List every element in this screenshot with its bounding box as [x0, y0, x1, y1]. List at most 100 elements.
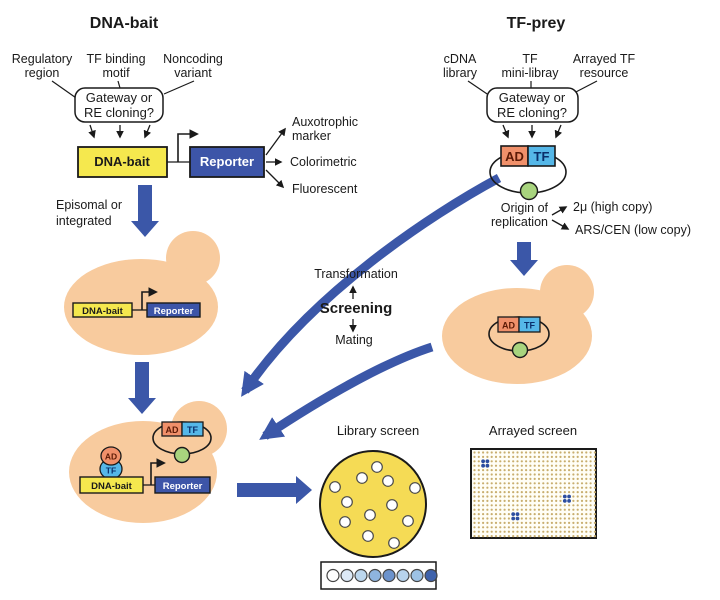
array-dot: [593, 482, 597, 485]
bait-source-variant-line1: Noncoding: [163, 52, 223, 66]
array-dot: [516, 473, 519, 476]
array-dot: [580, 521, 584, 525]
array-dot: [507, 455, 510, 458]
array-dot: [486, 517, 489, 520]
array-dot: [499, 473, 502, 476]
array-dot: [516, 486, 519, 489]
array-dot: [572, 460, 575, 463]
array-dot: [520, 464, 523, 467]
array-dot: [568, 521, 571, 525]
dna-bait-box-label: DNA-bait: [94, 154, 150, 169]
array-dot: [537, 460, 541, 463]
array-dot: [572, 464, 575, 467]
array-dot: [473, 477, 476, 480]
array-dot: [585, 469, 588, 472]
array-dot: [585, 495, 588, 498]
flow-curve-prey-to-screen: [241, 174, 502, 397]
array-dot: [576, 482, 579, 485]
arrayed-screen-title: Arrayed screen: [489, 423, 577, 438]
array-dot: [525, 482, 528, 485]
array-dot: [568, 482, 571, 485]
origin-option-arrow: [551, 206, 568, 216]
prey-source-minilib-line1: TF: [522, 52, 538, 66]
ad-protein-label: AD: [105, 452, 117, 462]
array-dot: [482, 486, 485, 489]
array-dot: [525, 499, 528, 502]
array-dot: [529, 530, 532, 533]
array-dot: [585, 530, 588, 533]
array-dot: [585, 460, 588, 463]
array-dot: [482, 526, 485, 529]
array-dot: [473, 521, 476, 525]
array-dot: [576, 495, 579, 498]
array-dot: [546, 526, 549, 529]
array-dot: [593, 464, 597, 467]
array-dot: [546, 508, 549, 511]
array-dot: [503, 504, 506, 507]
array-dot: [546, 517, 549, 520]
array-dot: [585, 504, 588, 507]
reporter-small-label: Reporter: [154, 306, 194, 317]
array-dot: [486, 469, 489, 472]
array-dot: [546, 451, 549, 454]
array-dot: [559, 464, 562, 467]
array-dot: [490, 491, 493, 494]
array-dot: [525, 464, 528, 467]
array-dot: [593, 473, 597, 476]
array-dot: [486, 455, 489, 458]
dna-bait-title: DNA-bait: [90, 15, 159, 32]
array-dot: [525, 526, 528, 529]
array-dot: [520, 469, 523, 472]
array-dot: [555, 477, 558, 480]
intensity-dot: [326, 568, 340, 583]
array-dot: [542, 526, 545, 529]
prey-source-cdna-line2: library: [443, 66, 478, 80]
array-dot: [589, 530, 592, 533]
array-dot: [568, 517, 571, 520]
array-dot: [499, 469, 502, 472]
array-dot: [516, 526, 519, 529]
array-dot: [503, 486, 506, 489]
prey-source-cdna-line1: cDNA: [444, 52, 477, 66]
tf-prey-branch: TF-prey cDNA library TF mini-libray Arra…: [442, 15, 691, 384]
array-dot: [503, 508, 506, 511]
array-dot: [516, 530, 519, 533]
array-dot: [537, 455, 541, 458]
ad-small-label: AD: [166, 425, 179, 435]
array-dot: [512, 508, 515, 511]
array-dot: [507, 530, 510, 533]
array-dot: [529, 517, 532, 520]
integration-line1: Episomal or: [56, 198, 122, 212]
array-dot: [542, 504, 545, 507]
array-dot: [580, 451, 584, 454]
array-dot: [559, 526, 562, 529]
bait-source-motif-line1: TF binding: [86, 52, 145, 66]
array-dot: [585, 491, 588, 494]
array-dot: [503, 499, 506, 502]
array-dot: [555, 508, 558, 511]
array-dot: [589, 508, 592, 511]
array-dot: [576, 499, 579, 502]
array-dot: [494, 451, 498, 454]
array-dot: [520, 491, 523, 494]
array-dot: [533, 469, 536, 472]
array-dot: [563, 517, 566, 520]
tf-small-label: TF: [187, 425, 198, 435]
array-dot: [473, 504, 476, 507]
array-dot: [555, 535, 558, 538]
array-dot: [572, 530, 575, 533]
array-dot: [576, 464, 579, 467]
array-dot: [482, 477, 485, 480]
array-dot: [555, 526, 558, 529]
array-dot: [482, 451, 485, 454]
array-dot: [572, 486, 575, 489]
array-dot: [576, 491, 579, 494]
array-dot: [589, 535, 592, 538]
array-dot: [542, 460, 545, 463]
combined-yeast-cell: AD TF AD TF DNA-bait Reporter: [69, 401, 227, 523]
array-dot: [482, 499, 485, 502]
array-dot: [580, 530, 584, 533]
readout-auxotrophic-line1: Auxotrophic: [292, 115, 358, 129]
origin-line2: replication: [491, 215, 548, 229]
array-dot: [537, 464, 541, 467]
